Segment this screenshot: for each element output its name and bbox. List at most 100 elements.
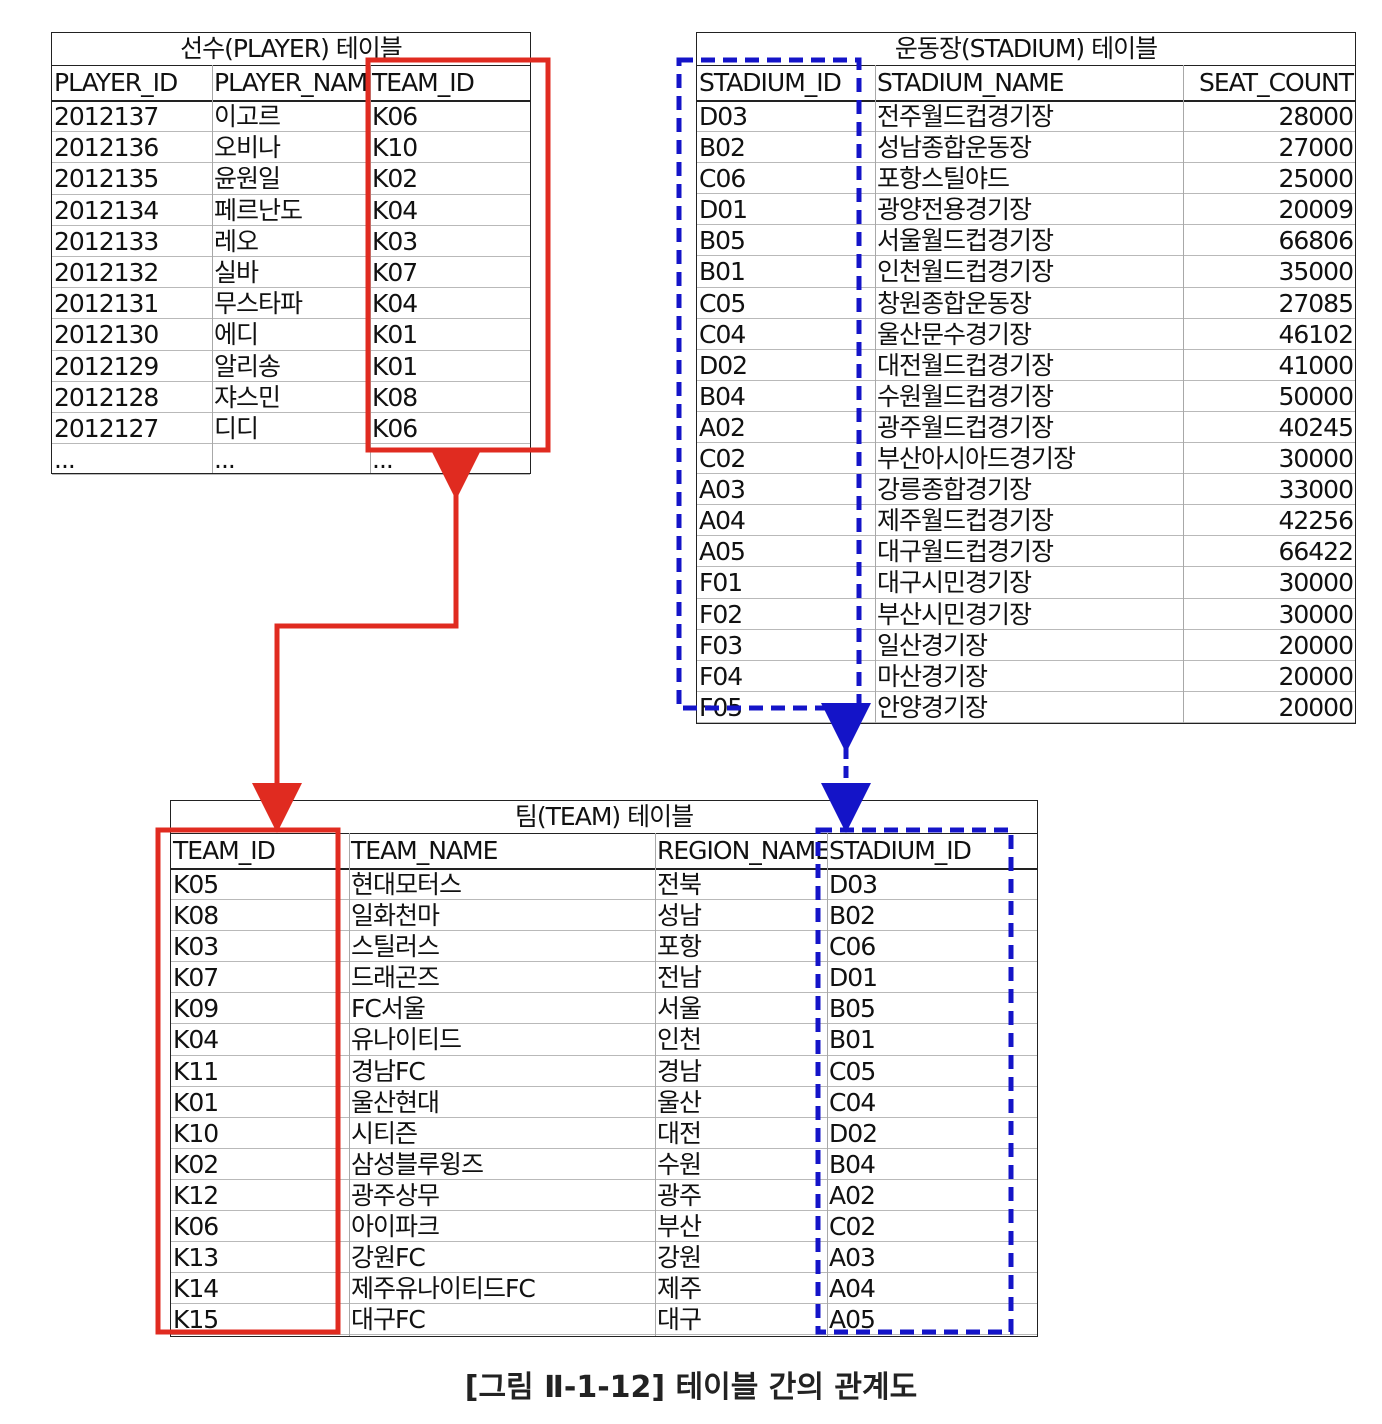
table-cell: K13 (173, 1243, 219, 1273)
stadium-table-title: 운동장(STADIUM) 테이블 (697, 33, 1355, 66)
table-cell: 2012132 (54, 257, 159, 287)
table-cell: K11 (173, 1056, 219, 1086)
table-cell: 포항 (657, 932, 702, 962)
table-cell: K04 (372, 195, 418, 225)
table-cell: 수원월드컵경기장 (877, 381, 1054, 411)
table-cell: 스틸러스 (351, 932, 440, 962)
table-cell: 서울 (657, 994, 702, 1024)
table-cell: 20009 (1278, 195, 1354, 225)
column-header-team-id: TEAM_ID (173, 836, 276, 865)
table-cell: A02 (829, 1180, 876, 1210)
table-cell: 경남 (657, 1056, 702, 1086)
table-cell: 42256 (1278, 506, 1354, 536)
table-cell: 2012135 (54, 164, 159, 194)
table-cell: K06 (372, 102, 418, 131)
table-cell: 오비나 (214, 133, 281, 163)
player-team-relationship-line (252, 450, 481, 833)
table-cell: 이고르 (214, 102, 281, 131)
table-cell: 창원종합운동장 (877, 288, 1032, 318)
table-cell: C04 (829, 1087, 876, 1117)
column-header-team-name: TEAM_NAME (351, 836, 498, 865)
table-cell: 알리송 (214, 351, 281, 381)
table-cell: 30000 (1278, 599, 1354, 629)
table-cell: 41000 (1278, 350, 1354, 380)
table-cell: 인천월드컵경기장 (877, 257, 1054, 287)
table-cell: 페르난도 (214, 195, 303, 225)
table-cell: F02 (699, 599, 743, 629)
column-divider (827, 833, 828, 1336)
table-cell: 광주 (657, 1180, 702, 1210)
column-divider (349, 833, 350, 1336)
team-table-header: TEAM_ID TEAM_NAME REGION_NAME STADIUM_ID (171, 833, 1037, 870)
column-header-stadium-id: STADIUM_ID (829, 836, 972, 865)
table-cell: K01 (372, 320, 418, 350)
stadium-table: 운동장(STADIUM) 테이블 STADIUM_ID STADIUM_NAME… (696, 32, 1356, 724)
table-cell: D02 (699, 350, 748, 380)
table-cell: 실바 (214, 257, 259, 287)
table-cell: 디디 (214, 413, 259, 443)
table-cell: B04 (829, 1149, 876, 1179)
table-cell: 대구시민경기장 (877, 568, 1032, 598)
table-cell: 경남FC (351, 1056, 426, 1086)
table-cell: 광주월드컵경기장 (877, 412, 1054, 442)
table-cell: 2012127 (54, 413, 159, 443)
player-team-id-highlight (365, 57, 551, 453)
table-cell: 제주월드컵경기장 (877, 506, 1054, 536)
table-cell: 대구 (657, 1305, 702, 1335)
column-header-player-id: PLAYER_ID (54, 68, 178, 97)
table-cell: C05 (699, 288, 746, 318)
table-cell: B02 (699, 133, 746, 163)
table-cell: 울산문수경기장 (877, 319, 1032, 349)
table-cell: 성남종합운동장 (877, 133, 1032, 163)
table-cell: 강원FC (351, 1243, 426, 1273)
table-cell: 일산경기장 (877, 630, 988, 660)
table-cell: 현대모터스 (351, 870, 462, 899)
table-cell: B02 (829, 901, 876, 931)
table-cell: 인천 (657, 1025, 702, 1055)
table-cell: 전남 (657, 963, 702, 993)
table-cell: A05 (699, 537, 746, 567)
table-cell: 20000 (1278, 661, 1354, 691)
table-cell: 부산시민경기장 (877, 599, 1032, 629)
table-cell: A04 (699, 506, 746, 536)
table-cell: 33000 (1278, 475, 1354, 505)
table-cell: 대전 (657, 1118, 702, 1148)
table-cell: K15 (173, 1305, 219, 1335)
column-divider (875, 65, 876, 723)
team-table-title: 팀(TEAM) 테이블 (171, 801, 1037, 834)
table-cell: 전주월드컵경기장 (877, 102, 1054, 131)
table-cell: K08 (372, 382, 418, 412)
table-cell: 66422 (1278, 537, 1354, 567)
table-cell: 40245 (1278, 412, 1354, 442)
table-cell: 마산경기장 (877, 661, 988, 691)
table-cell: 윤원일 (214, 164, 281, 194)
stadium-id-highlight (676, 57, 862, 711)
table-cell: B05 (829, 994, 876, 1024)
table-cell: ... (214, 445, 236, 475)
table-cell: 제주 (657, 1274, 702, 1304)
table-cell: 2012136 (54, 133, 159, 163)
table-cell: K02 (372, 164, 418, 194)
table-cell: K07 (173, 963, 219, 993)
